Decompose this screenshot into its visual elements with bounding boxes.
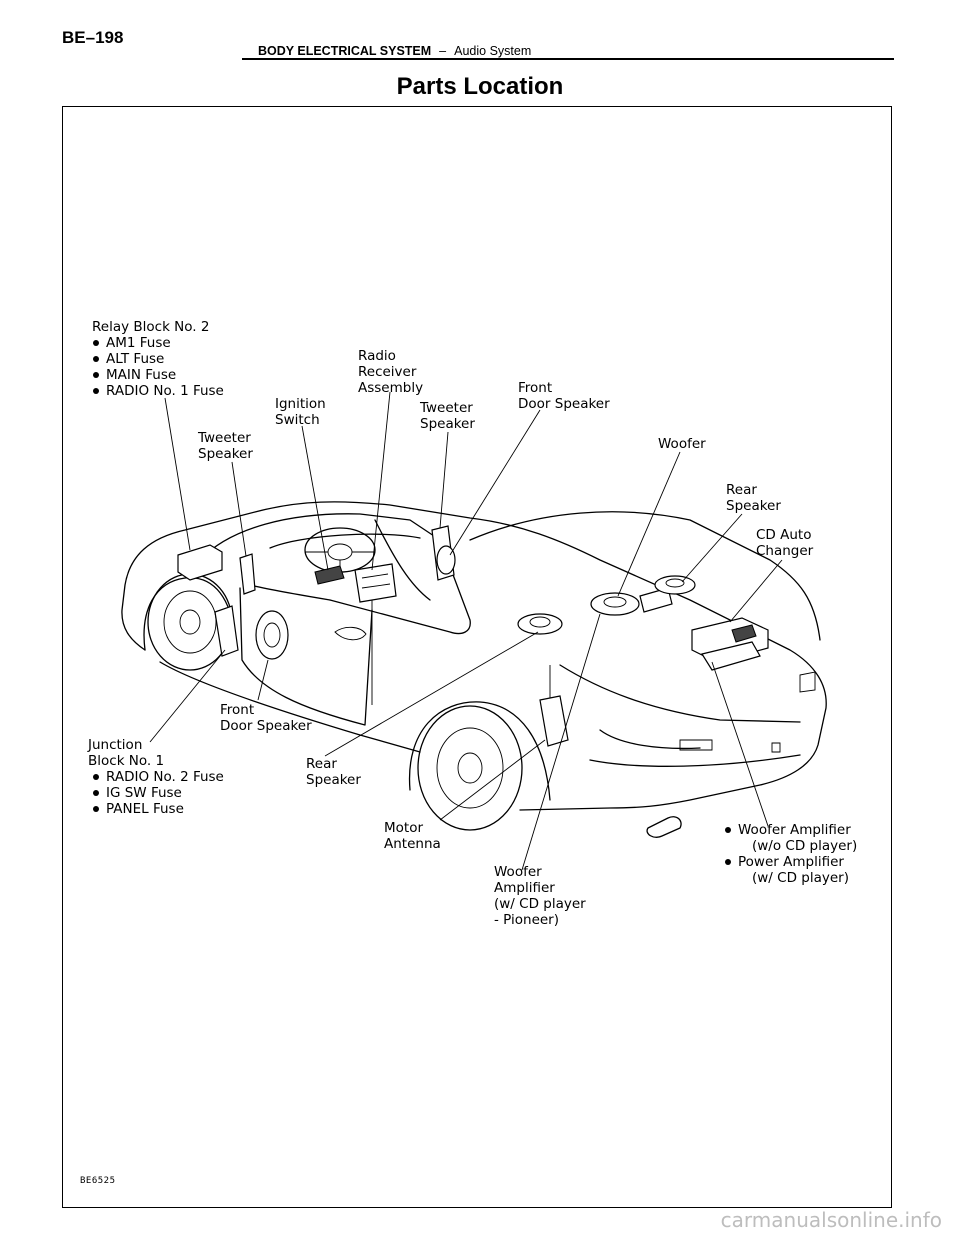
antenna-line-2: Antenna: [384, 836, 441, 852]
figure-code: BE6525: [80, 1176, 116, 1186]
amp-2-note: (w/ CD player): [752, 870, 849, 886]
leader-woofer: [617, 451, 681, 597]
relay-fuse-4: RADIO No. 1 Fuse: [106, 383, 224, 399]
cd-line-1: CD Auto: [756, 527, 811, 543]
page-title: Parts Location: [396, 73, 564, 100]
leader-tweeter-right: [439, 431, 449, 529]
page-code: BE–198: [62, 28, 124, 47]
callout-labels: Relay Block No. 2 AM1 Fuse ALT Fuse MAIN…: [87, 319, 857, 928]
leader-radio-receiver: [371, 391, 391, 571]
leader-relay-block: [164, 397, 191, 551]
bullet: [725, 859, 731, 865]
section-header: BODY ELECTRICAL SYSTEM–Audio System: [258, 44, 531, 58]
woofer-amp-line-4: - Pioneer): [494, 912, 559, 928]
tweeter-right-line-1: Tweeter: [419, 400, 473, 416]
label-front-door-speaker-top: Front Door Speaker: [518, 380, 610, 412]
leader-motor-antenna: [439, 739, 546, 821]
radio-line-2: Receiver: [358, 364, 417, 380]
rear-bottom-line-1: Rear: [306, 756, 337, 772]
junction-line-1: Junction: [87, 737, 142, 753]
radio-line-1: Radio: [358, 348, 396, 364]
leader-junction-block: [149, 649, 226, 743]
label-relay-block: Relay Block No. 2 AM1 Fuse ALT Fuse MAIN…: [92, 319, 224, 399]
woofer-line-1: Woofer: [658, 436, 706, 452]
antenna-line-1: Motor: [384, 820, 423, 836]
junction-fuse-1: RADIO No. 2 Fuse: [106, 769, 224, 785]
bullet: [93, 806, 99, 812]
relay-fuse-2: ALT Fuse: [106, 351, 164, 367]
label-ignition-switch: Ignition Switch: [275, 396, 326, 428]
label-junction-block: Junction Block No. 1 RADIO No. 2 Fuse IG…: [87, 737, 224, 817]
label-cd-auto-changer: CD Auto Changer: [756, 527, 814, 559]
amp-1-note: (w/o CD player): [752, 838, 857, 854]
leader-ignition-switch: [301, 425, 329, 571]
leader-rear-speaker-top: [681, 513, 743, 583]
bullet: [93, 388, 99, 394]
cd-line-2: Changer: [756, 543, 814, 559]
rear-top-line-2: Speaker: [726, 498, 781, 514]
junction-fuse-3: PANEL Fuse: [106, 801, 184, 817]
watermark: carmanualsonline.info: [720, 1208, 942, 1232]
bullet: [725, 827, 731, 833]
bullet: [93, 340, 99, 346]
bullet: [93, 372, 99, 378]
section-separator: –: [439, 44, 447, 58]
figure-frame: [62, 106, 892, 1208]
label-tweeter-left: Tweeter Speaker: [197, 430, 253, 462]
junction-fuse-2: IG SW Fuse: [106, 785, 182, 801]
label-radio-receiver: Radio Receiver Assembly: [358, 348, 423, 396]
label-rear-speaker-bottom: Rear Speaker: [306, 756, 361, 788]
subsection-name: Audio System: [454, 44, 532, 58]
label-tweeter-right: Tweeter Speaker: [419, 400, 475, 432]
section-name: BODY ELECTRICAL SYSTEM: [258, 44, 432, 58]
amp-1-name: Woofer Amplifier: [738, 822, 851, 838]
front-door-top-line-1: Front: [518, 380, 552, 396]
rear-bottom-line-2: Speaker: [306, 772, 361, 788]
bullet: [93, 790, 99, 796]
label-woofer: Woofer: [658, 436, 706, 452]
junction-line-2: Block No. 1: [88, 753, 164, 769]
woofer-amp-line-2: Amplifier: [494, 880, 555, 896]
components: [177, 525, 769, 747]
radio-line-3: Assembly: [358, 380, 423, 396]
rear-top-line-1: Rear: [726, 482, 757, 498]
relay-fuse-3: MAIN Fuse: [106, 367, 176, 383]
tweeter-left-line-1: Tweeter: [197, 430, 251, 446]
relay-block-title: Relay Block No. 2: [92, 319, 209, 335]
amp-2-name: Power Amplifier: [738, 854, 844, 870]
label-rear-speaker-top: Rear Speaker: [726, 482, 781, 514]
front-door-bottom-line-1: Front: [220, 702, 254, 718]
header-rule: [242, 58, 894, 60]
bullet: [93, 774, 99, 780]
label-motor-antenna: Motor Antenna: [384, 820, 441, 852]
leader-lines: [149, 391, 783, 871]
leader-front-door-bottom: [257, 659, 269, 701]
ignition-line-2: Switch: [275, 412, 320, 428]
tweeter-left-line-2: Speaker: [198, 446, 253, 462]
ignition-line-1: Ignition: [275, 396, 326, 412]
woofer-amp-line-3: (w/ CD player: [494, 896, 586, 912]
front-door-bottom-line-2: Door Speaker: [220, 718, 312, 734]
front-door-top-line-2: Door Speaker: [518, 396, 610, 412]
woofer-amp-line-1: Woofer: [494, 864, 542, 880]
label-front-door-speaker-bottom: Front Door Speaker: [220, 702, 312, 734]
tweeter-right-line-2: Speaker: [420, 416, 475, 432]
leader-cd-changer: [729, 559, 783, 623]
leader-front-door-top: [449, 409, 541, 556]
leader-woofer-amp-pioneer: [521, 613, 601, 871]
label-woofer-amplifier-pioneer: Woofer Amplifier (w/ CD player - Pioneer…: [494, 864, 586, 928]
bullet: [93, 356, 99, 362]
label-amplifiers: Woofer Amplifier (w/o CD player) Power A…: [725, 822, 857, 886]
leader-rear-speaker-bottom: [324, 631, 539, 757]
leader-amplifiers: [711, 661, 769, 827]
leader-tweeter-left: [231, 461, 247, 557]
relay-fuse-1: AM1 Fuse: [106, 335, 171, 351]
